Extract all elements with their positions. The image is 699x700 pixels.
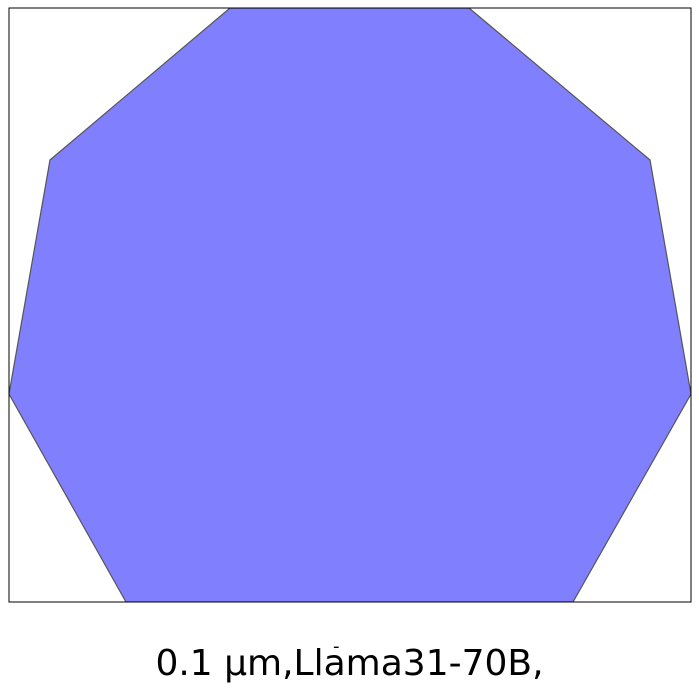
plot-frame <box>8 7 692 603</box>
caption-label: 0.1 µm,Llama31-70B, <box>155 643 544 684</box>
caption-mark: - <box>333 636 340 657</box>
nonagon-shape <box>9 8 691 602</box>
